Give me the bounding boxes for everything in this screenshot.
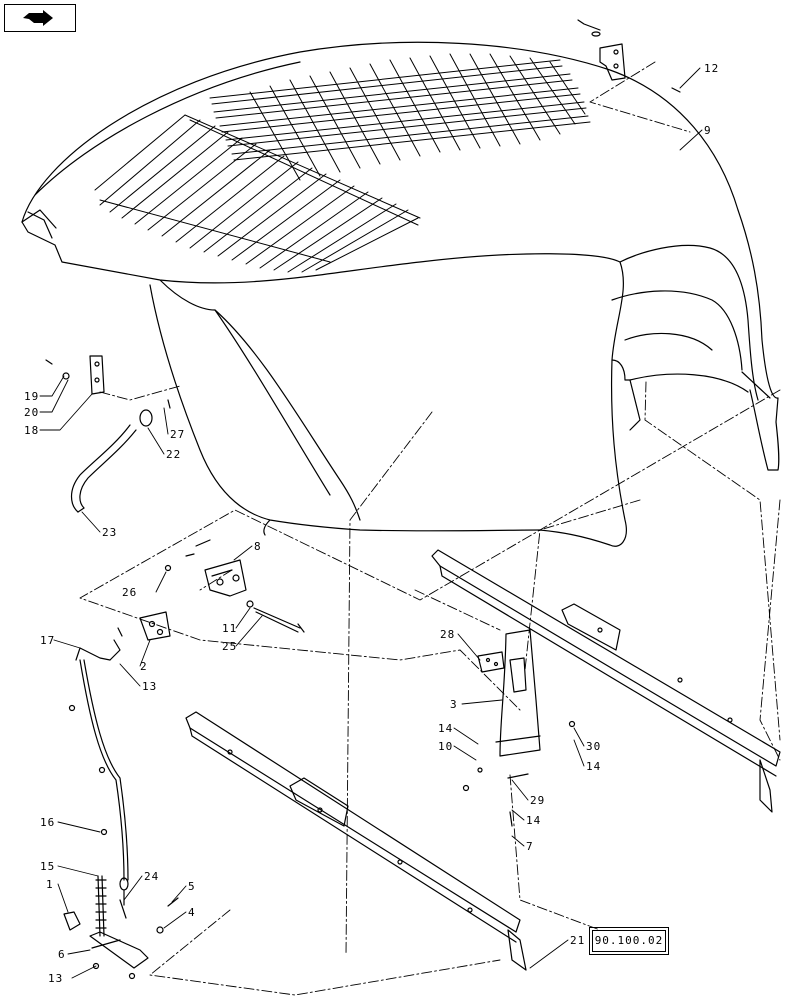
hood-panel (21, 41, 780, 547)
callout-label: 20 (24, 406, 39, 419)
callout-label: 21 (570, 934, 585, 947)
center-lines (79, 61, 781, 996)
callout-label: 8 (254, 540, 262, 553)
callout-label: 10 (438, 740, 453, 753)
callout-label: 25 (222, 640, 237, 653)
return-button[interactable] (4, 4, 76, 32)
callout-label: 29 (530, 794, 545, 807)
callout-label: 14 (438, 722, 453, 735)
callout-label: 16 (40, 816, 55, 829)
release-cable (68, 647, 129, 906)
latch-assembly (109, 539, 305, 661)
callout-label: 14 (586, 760, 601, 773)
callout-label: 4 (188, 906, 196, 919)
callout-label: 5 (188, 880, 196, 893)
callout-label: 15 (40, 860, 55, 873)
callout-label: 27 (170, 428, 185, 441)
leader-lines (39, 67, 703, 979)
upper-bracket (577, 19, 681, 93)
callout-label: 22 (166, 448, 181, 461)
callout-label: 18 (24, 424, 39, 437)
callout-label: 3 (450, 698, 458, 711)
callout-label: 14 (526, 814, 541, 827)
callout-label: 28 (440, 628, 455, 641)
callout-label: 17 (40, 634, 55, 647)
callout-label: 13 (48, 972, 63, 985)
callout-label: 9 (704, 124, 712, 137)
side-rail-left (185, 711, 527, 971)
hood-support-bracket (462, 629, 576, 827)
callout-label: 2 (140, 660, 148, 673)
callout-label: 23 (102, 526, 117, 539)
callout-label: 13 (142, 680, 157, 693)
release-lever (63, 875, 179, 980)
callout-label: 30 (586, 740, 601, 753)
return-arrow-icon (23, 10, 53, 26)
callout-label: 1 (46, 878, 54, 891)
callout-labels: 12 9 19 20 18 27 22 23 8 26 11 25 17 2 1… (24, 62, 719, 985)
callout-label: 26 (122, 586, 137, 599)
left-bracket-and-hose (45, 355, 171, 513)
section-reference-link[interactable]: 90.100.02 (589, 927, 669, 955)
callout-label: 19 (24, 390, 39, 403)
callout-label: 24 (144, 870, 159, 883)
callout-label: 11 (222, 622, 237, 635)
callout-label: 12 (704, 62, 719, 75)
callout-label: 7 (526, 840, 534, 853)
callout-label: 6 (58, 948, 66, 961)
side-rail-right (431, 549, 781, 813)
